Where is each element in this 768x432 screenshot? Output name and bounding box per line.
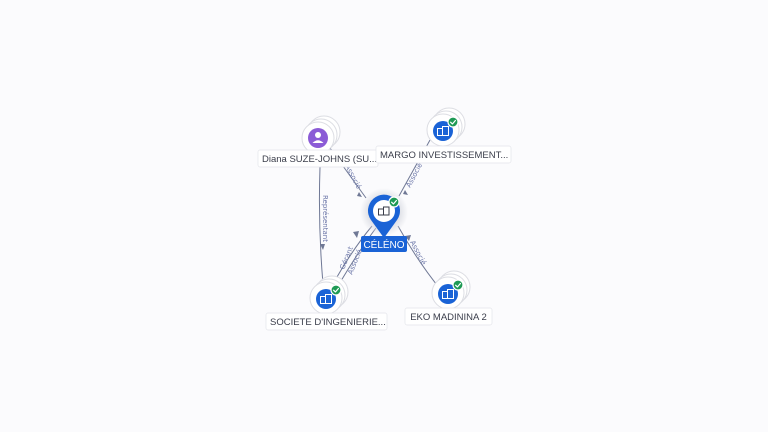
- arrow-icon: [357, 192, 362, 197]
- node-eko-madinina-2[interactable]: EKO MADININA 2: [404, 270, 493, 326]
- arrow-icon: [353, 231, 359, 238]
- node-label-diana: Diana SUZE-JOHNS (SU...: [262, 154, 377, 165]
- verified-check-icon: [452, 279, 464, 291]
- node-label-societe: SOCIETE D'INGENIERIE...: [270, 317, 386, 328]
- arrow-icon: [403, 190, 408, 195]
- building-icon: [433, 121, 453, 141]
- edge-label-diana-societe: Représentant: [321, 195, 329, 242]
- node-margo-investissement[interactable]: MARGO INVESTISSEMENT...: [375, 107, 512, 164]
- node-label-celeno: CÉLÉNO: [363, 238, 404, 251]
- edge-diana-societe: Représentant: [318, 166, 329, 285]
- building-icon: [316, 289, 336, 309]
- node-societe-ingenierie[interactable]: SOCIETE D'INGENIERIE...: [265, 275, 388, 331]
- person-icon: [308, 128, 328, 148]
- arrow-icon: [320, 244, 325, 250]
- node-diana-suze-johns[interactable]: Diana SUZE-JOHNS (SU...: [257, 115, 379, 168]
- edge-center-eko: Associé: [397, 225, 442, 291]
- verified-check-icon: [330, 284, 342, 296]
- edge-label-center-eko: Associé: [408, 239, 427, 266]
- node-label-margo: MARGO INVESTISSEMENT...: [380, 150, 508, 161]
- edge-label-margo-center: Associé: [405, 162, 424, 189]
- building-icon: [378, 206, 390, 216]
- node-celeno-center[interactable]: CÉLÉNO: [360, 188, 408, 252]
- node-label-eko: EKO MADININA 2: [410, 312, 487, 323]
- verified-check-icon: [388, 196, 400, 208]
- arrow-icon: [405, 235, 411, 241]
- edge-societe-center: Gérant Associé: [332, 225, 377, 287]
- building-icon: [438, 284, 458, 304]
- verified-check-icon: [447, 116, 459, 128]
